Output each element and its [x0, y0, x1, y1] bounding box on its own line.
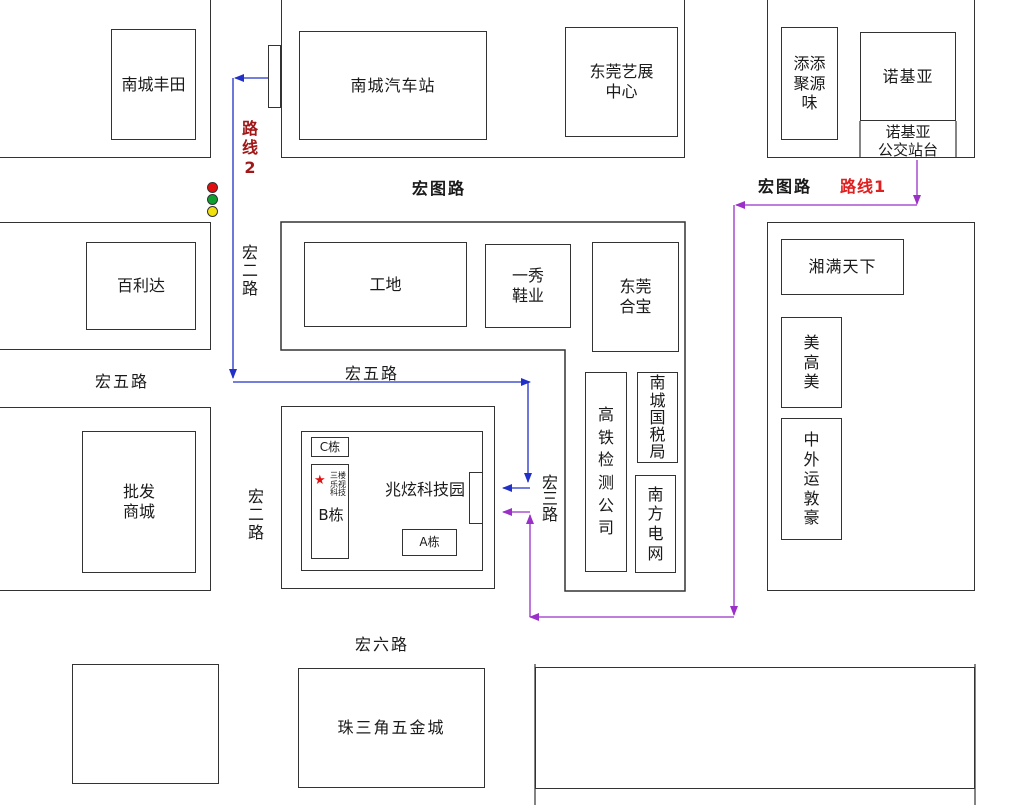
label-lexi-tech: 三楼 乐视 科技	[330, 470, 346, 498]
route2-path	[229, 74, 532, 492]
street-hongtu-east: 宏图路	[758, 177, 813, 196]
building-yixiu-xieye	[485, 244, 571, 328]
building-xiangman-tianxia	[781, 239, 904, 295]
building-c	[311, 437, 349, 457]
building-nancheng-fengtian	[111, 29, 196, 140]
building-bottom-left	[72, 664, 219, 784]
label-tiantian-juyuanwei: 添添 聚源 味	[793, 54, 826, 113]
label-nokia-bus-stop: 诺基亚 公交站台	[877, 122, 938, 159]
street-hongwu-mid: 宏五路	[345, 364, 400, 383]
building-nokia	[860, 32, 956, 121]
building-tiantian-juyuanwei	[781, 27, 838, 140]
bus-station-gate	[268, 45, 281, 108]
building-dongguan-yizhan	[565, 27, 678, 137]
label-nanfang-dianwang: 南 方 电 网	[647, 484, 664, 563]
label-nancheng-fengtian: 南城丰田	[121, 74, 186, 94]
label-nancheng-guoshuiju: 南 城 国 税 局	[649, 373, 666, 462]
building-gaotie-jiance	[585, 372, 627, 572]
star-icon: ★	[314, 473, 326, 488]
label-dongguan-yizhan: 东莞艺展 中心	[589, 62, 654, 101]
label-zhongwai-yundunhao: 中 外 运 敦 豪	[803, 430, 820, 528]
building-gongdi	[304, 242, 467, 327]
label-bailida: 百利达	[116, 276, 165, 296]
label-building-c: C栋	[319, 439, 341, 454]
label-nokia: 诺基亚	[882, 66, 934, 86]
label-gaotie-jiance: 高 铁 检 测 公 司	[597, 404, 614, 538]
building-nancheng-guoshuiju	[637, 372, 678, 463]
building-meigaomei	[781, 317, 842, 408]
label-zhaoxuan-park: 兆炫科技园	[384, 480, 465, 500]
route1-label: 路线1	[840, 177, 887, 196]
route2-label-text: 路 线 2	[241, 118, 258, 177]
street-hongsan: 宏三路	[539, 474, 558, 522]
label-meigaomei: 美 高 美	[803, 333, 820, 392]
building-nancheng-bus-station	[299, 31, 487, 140]
street-hongliu: 宏六路	[355, 635, 410, 654]
building-b	[311, 464, 349, 559]
traffic-light-icon	[207, 182, 219, 218]
label-dongguan-hebao: 东莞 合宝	[619, 277, 652, 316]
street-honger-north: 宏二路	[239, 244, 258, 298]
label-building-b: B栋	[318, 505, 344, 524]
label-pifa-shangcheng: 批发 商城	[122, 482, 155, 521]
building-zhusanjiao-wujin	[298, 668, 485, 788]
zhaoxuan-park-gate	[469, 472, 483, 524]
label-building-a: A栋	[419, 535, 440, 550]
route2-label: 路 线 2	[236, 118, 264, 178]
building-dongguan-hebao	[592, 242, 679, 352]
label-zhusanjiao-wujin: 珠三角五金城	[337, 718, 446, 738]
building-pifa-shangcheng	[82, 431, 196, 573]
label-xiangman-tianxia: 湘满天下	[808, 257, 877, 277]
building-a	[402, 529, 457, 556]
building-nanfang-dianwang	[635, 475, 676, 573]
street-honger-south: 宏二路	[245, 488, 264, 542]
street-hongtu-main: 宏图路	[412, 179, 467, 198]
label-yixiu-xieye: 一秀 鞋业	[511, 266, 544, 305]
route1-path	[502, 160, 921, 621]
building-zhongwai-yundunhao	[781, 418, 842, 540]
label-nancheng-bus-station: 南城汽车站	[350, 75, 436, 95]
label-gongdi: 工地	[369, 274, 402, 294]
street-hongwu-west: 宏五路	[95, 372, 150, 391]
building-bailida	[86, 242, 196, 330]
